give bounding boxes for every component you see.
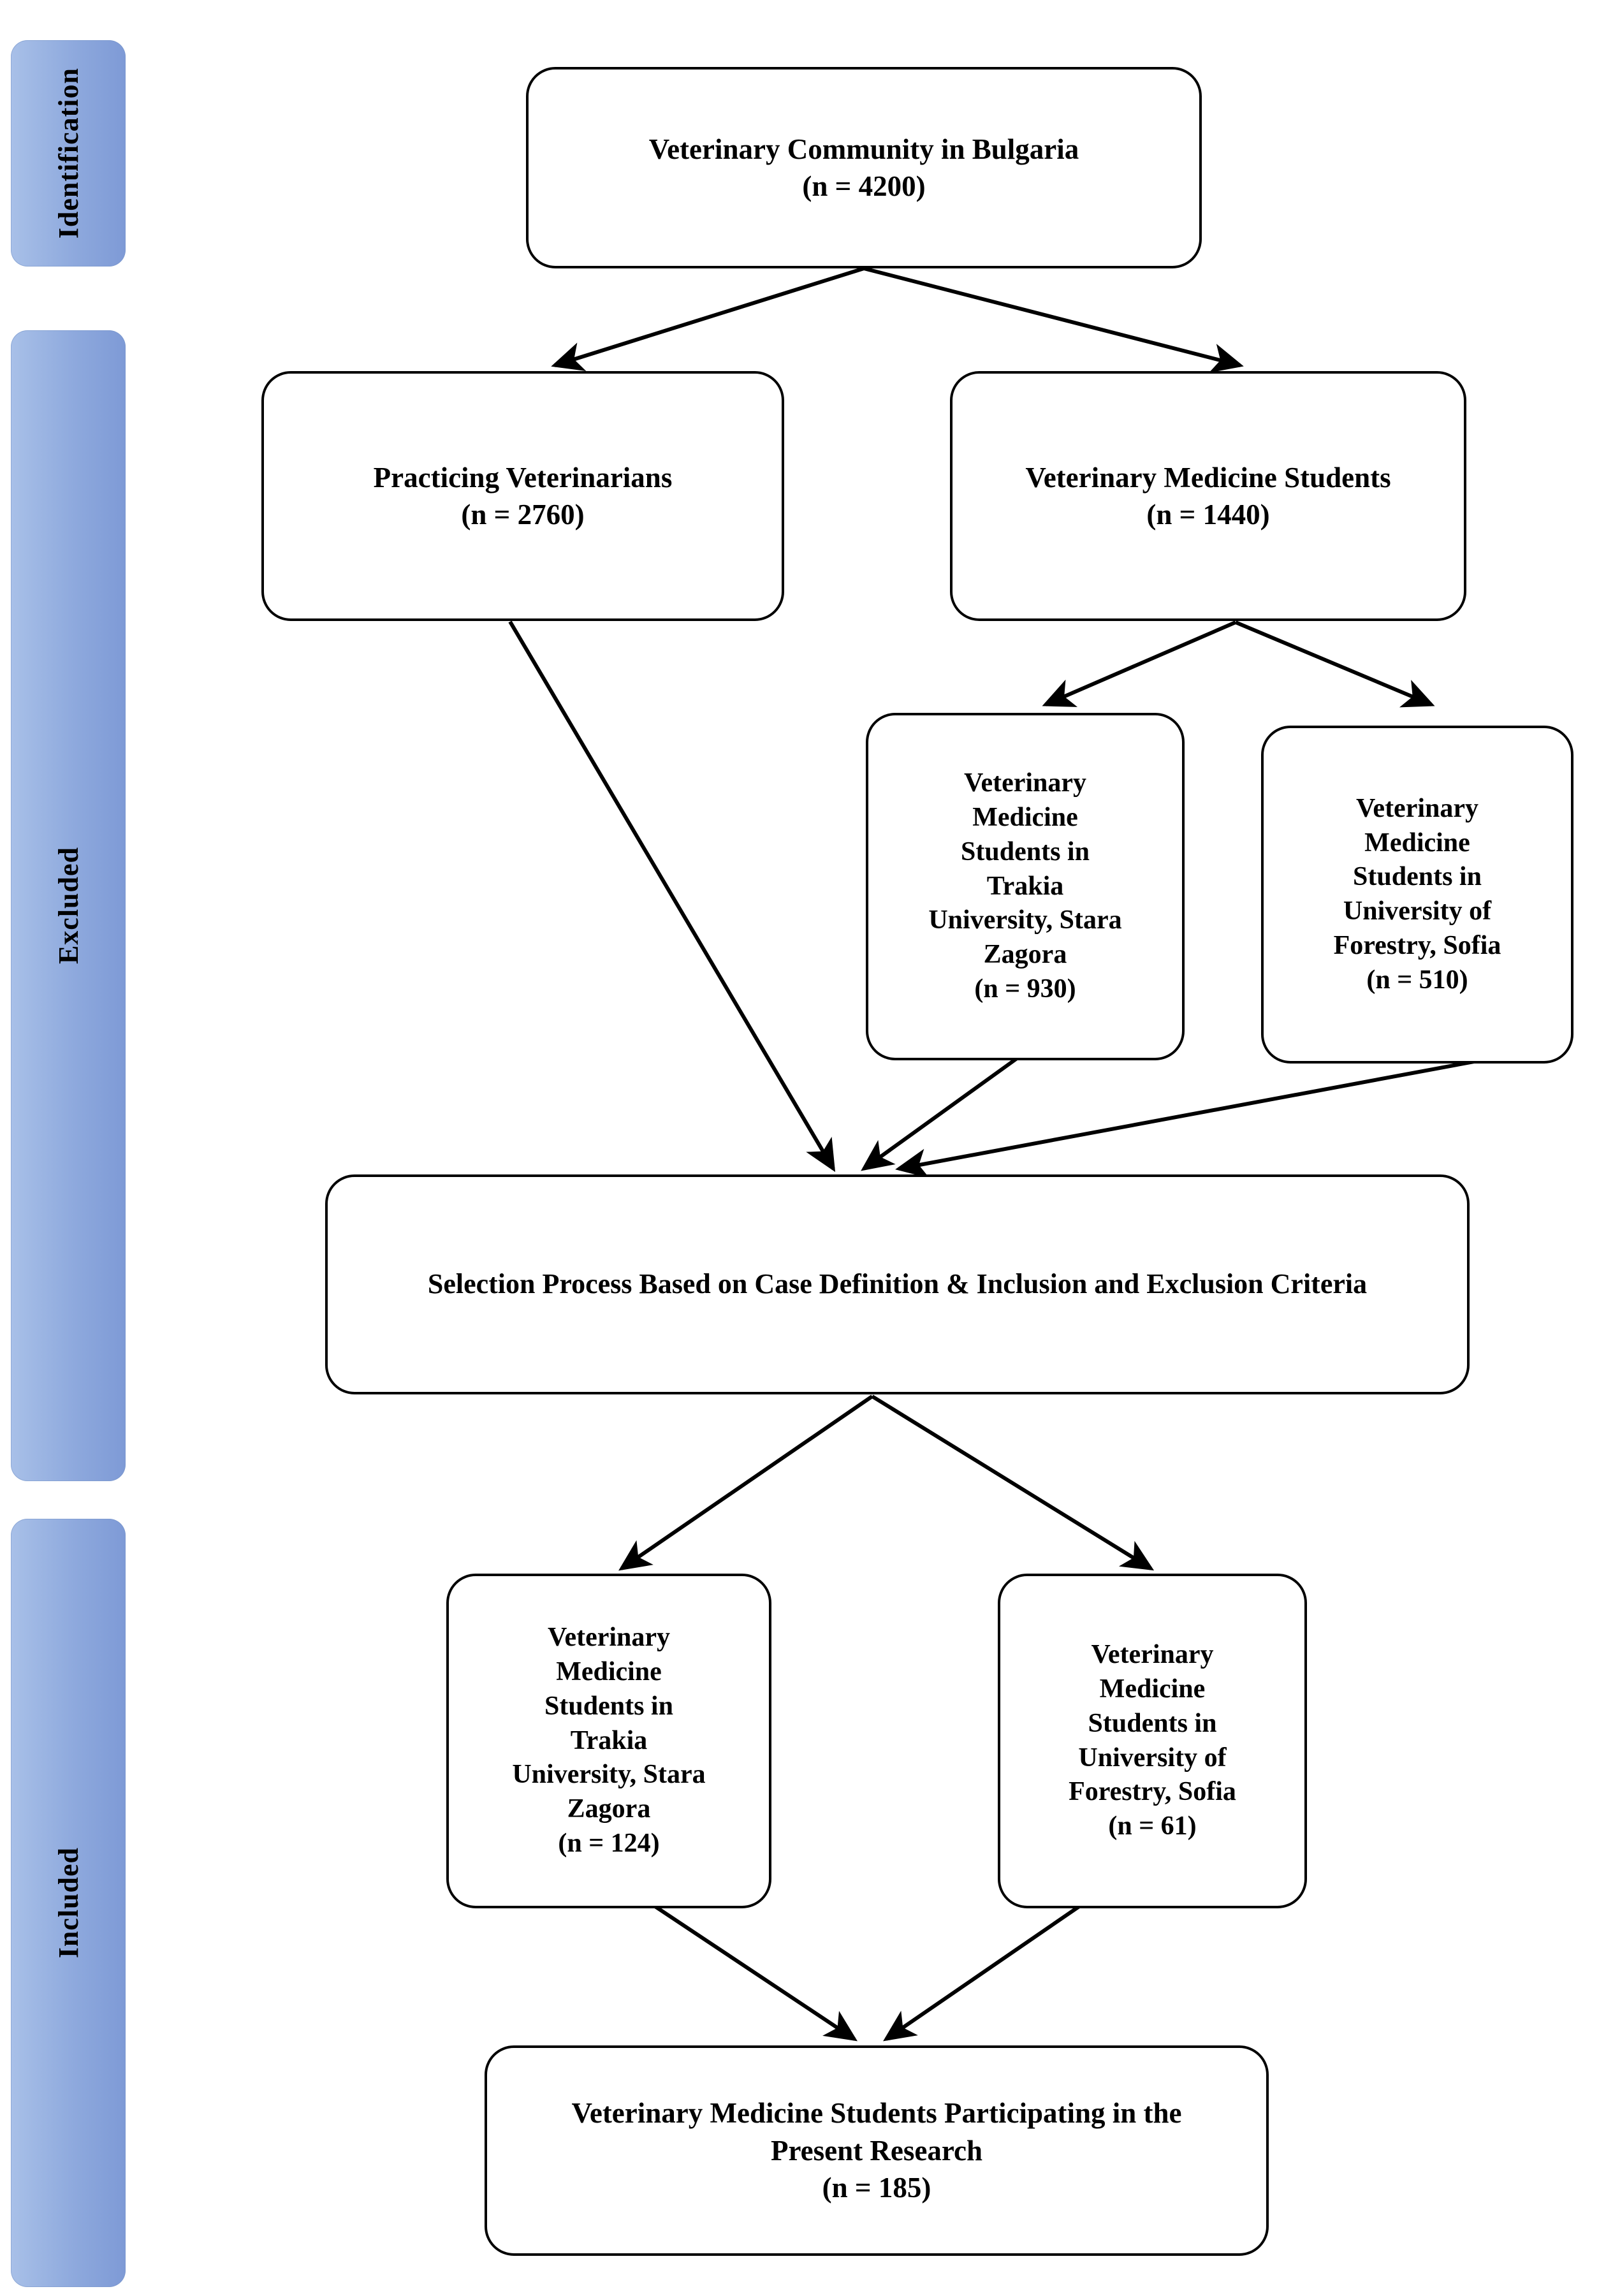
node-participants: Veterinary Medicine Students Participati… — [485, 2045, 1269, 2256]
node-trakia-included: Veterinary Medicine Students in Trakia U… — [446, 1574, 771, 1908]
edge-community-to-practicing — [551, 267, 865, 372]
node-veterinary-medicine-students-text: Veterinary Medicine Students (n = 1440) — [1025, 461, 1391, 531]
edge-trakia-included-to-participants — [649, 1901, 858, 2042]
edge-forestry-to-selection — [895, 1058, 1485, 1178]
node-selection-process: Selection Process Based on Case Definiti… — [325, 1174, 1470, 1394]
node-veterinary-community-text: Veterinary Community in Bulgaria (n = 42… — [648, 133, 1079, 203]
edge-practicing-to-selection — [508, 620, 836, 1173]
edge-selection-to-trakia-included — [618, 1394, 873, 1571]
edge-trakia-to-selection — [861, 1057, 1018, 1171]
edge-community-to-students — [863, 267, 1244, 373]
node-selection-process-text: Selection Process Based on Case Definiti… — [427, 1268, 1368, 1300]
node-forestry-excluded: Veterinary Medicine Students in Universi… — [1261, 726, 1573, 1064]
node-forestry-excluded-text: Veterinary Medicine Students in Universi… — [1333, 793, 1501, 995]
node-participants-text: Veterinary Medicine Students Participati… — [571, 2097, 1182, 2204]
node-forestry-included: Veterinary Medicine Students in Universi… — [998, 1574, 1307, 1908]
node-trakia-included-text: Veterinary Medicine Students in Trakia U… — [512, 1623, 706, 1858]
stage-label-included: Included — [52, 1847, 84, 1959]
stage-label-identification: Identification — [52, 68, 84, 239]
stage-label-excluded: Excluded — [52, 847, 84, 965]
node-veterinary-medicine-students: Veterinary Medicine Students (n = 1440) — [950, 371, 1466, 621]
edge-forestry-included-to-participants — [883, 1901, 1085, 2042]
stage-bar-included: Included — [11, 1519, 126, 2287]
edge-students-to-trakia — [1042, 620, 1237, 707]
stage-bar-identification: Identification — [11, 40, 126, 267]
edge-selection-to-forestry-included — [871, 1394, 1155, 1571]
node-practicing-veterinarians-text: Practicing Veterinarians (n = 2760) — [373, 461, 673, 531]
node-veterinary-community: Veterinary Community in Bulgaria (n = 42… — [526, 67, 1202, 268]
node-forestry-included-text: Veterinary Medicine Students in Universi… — [1069, 1640, 1236, 1841]
node-practicing-veterinarians: Practicing Veterinarians (n = 2760) — [261, 371, 784, 621]
node-trakia-excluded-text: Veterinary Medicine Students in Trakia U… — [928, 768, 1122, 1004]
stage-bar-excluded: Excluded — [11, 330, 126, 1481]
node-trakia-excluded: Veterinary Medicine Students in Trakia U… — [866, 713, 1185, 1060]
edge-students-to-forestry — [1234, 620, 1435, 708]
